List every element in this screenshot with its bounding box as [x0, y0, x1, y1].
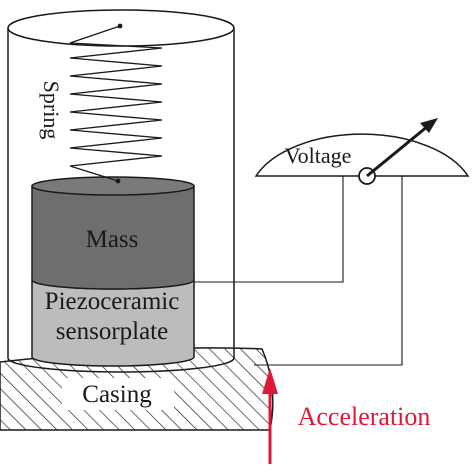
- voltmeter-needle: [366, 124, 429, 178]
- spring-bottom-anchor: [115, 178, 121, 184]
- casing-label-backdrop: [62, 378, 174, 410]
- spring-top-anchor: [117, 23, 123, 29]
- spring-label: Spring: [39, 81, 64, 140]
- casing-label: Casing: [82, 381, 152, 408]
- acceleration-label: Acceleration: [298, 402, 431, 431]
- voltmeter-dial: [254, 133, 470, 177]
- wire-plate-to-meter: [194, 176, 344, 283]
- mass-block: [31, 176, 195, 290]
- wire-casing-to-meter: [254, 176, 403, 366]
- needle-arrowhead: [420, 118, 438, 133]
- wiring: [194, 176, 403, 366]
- acceleration-arrow: [262, 368, 278, 464]
- housing-bottom-edge: [7, 357, 235, 373]
- mass-top-ellipse: [31, 176, 195, 196]
- casing: [0, 347, 274, 431]
- voltmeter: [254, 118, 470, 185]
- spring: [69, 23, 163, 184]
- plate-label-line1: Piezoceramic: [45, 288, 180, 315]
- plate-label-line2: sensorplate: [56, 318, 168, 345]
- voltage-label: Voltage: [285, 143, 352, 168]
- mass-label: Mass: [86, 226, 139, 253]
